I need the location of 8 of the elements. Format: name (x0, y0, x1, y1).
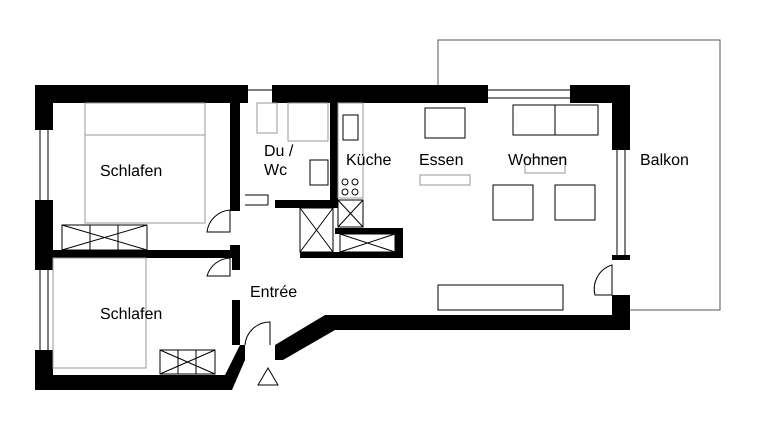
room-label: Küche (346, 151, 392, 170)
room-label: Wohnen (508, 151, 568, 170)
room-label: Schlafen (100, 162, 162, 181)
room-label: Balkon (640, 151, 689, 170)
room-label: Entrée (250, 283, 298, 302)
room-label: Schlafen (100, 305, 162, 324)
room-label: Essen (419, 151, 464, 170)
room-label: Du / Wc (264, 142, 294, 180)
